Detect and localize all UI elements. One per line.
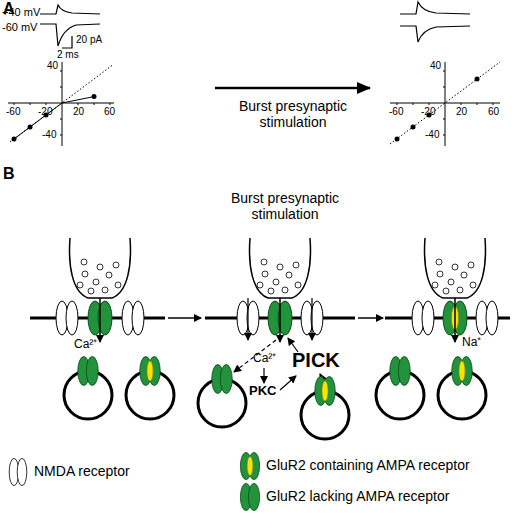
panel-letter: B bbox=[3, 165, 15, 183]
ampa-receptor-symbol bbox=[212, 365, 232, 394]
current-trace bbox=[400, 2, 470, 14]
glur2-ampa-receptor-symbol bbox=[315, 377, 335, 406]
scale-label: 20 pA bbox=[76, 34, 102, 46]
legend-text: GluR2 containing AMPA receptor bbox=[266, 457, 470, 473]
ion-label: Ca²⁺ bbox=[253, 352, 276, 366]
ion-flow-arrow bbox=[311, 298, 312, 340]
axis-tick-label: -40 bbox=[425, 129, 439, 141]
legend-sample bbox=[9, 458, 27, 485]
data-points bbox=[395, 77, 480, 142]
holding-potential: +40 mV bbox=[2, 6, 40, 19]
data-point bbox=[92, 94, 97, 99]
ion-flow-arrow bbox=[279, 298, 281, 342]
axis-tick-label: 40 bbox=[430, 60, 441, 72]
presynaptic-terminal bbox=[250, 238, 311, 298]
stimulation-label: Burst presynaptic stimulation bbox=[220, 190, 350, 222]
data-point bbox=[411, 125, 416, 130]
linear-fit bbox=[10, 66, 112, 143]
data-point bbox=[12, 137, 17, 142]
ion-flow-arrow bbox=[454, 298, 456, 342]
axis-tick-label: -60 bbox=[389, 106, 403, 118]
linear-fit bbox=[390, 62, 500, 144]
protein-label: PICK bbox=[292, 349, 340, 372]
data-points bbox=[12, 94, 97, 141]
internalization-arrow bbox=[234, 340, 276, 372]
axis-tick-label: 40 bbox=[47, 60, 58, 72]
current-traces bbox=[40, 2, 470, 48]
signal-arrow bbox=[263, 368, 264, 383]
legend-text: GluR2 lacking AMPA receptor bbox=[266, 488, 449, 504]
ion-flow-arrow bbox=[247, 298, 248, 340]
axis-tick-label: 20 bbox=[456, 106, 467, 118]
signal-arrow bbox=[280, 376, 296, 390]
current-trace bbox=[400, 26, 470, 42]
axis-ticks bbox=[397, 71, 493, 135]
scale-bar bbox=[62, 36, 72, 48]
current-trace bbox=[40, 5, 100, 14]
axis-tick-label: 60 bbox=[104, 106, 115, 118]
holding-potential: -60 mV bbox=[2, 21, 37, 34]
transition-arrow bbox=[215, 87, 370, 90]
legend-text: NMDA receptor bbox=[34, 463, 130, 479]
ampa-receptor-symbol bbox=[78, 357, 98, 386]
ion-label: Na⁺ bbox=[462, 336, 481, 350]
data-point bbox=[475, 77, 480, 82]
iv-plot bbox=[8, 62, 114, 146]
axis-tick-label: 20 bbox=[73, 106, 84, 118]
axis-tick-label: -20 bbox=[421, 106, 435, 118]
ion-flow-arrows bbox=[234, 298, 322, 390]
presynaptic-terminal bbox=[70, 238, 131, 298]
legend-sample bbox=[240, 483, 259, 510]
stage-arrow bbox=[358, 317, 383, 319]
scale-label: 2 ms bbox=[57, 49, 79, 61]
nmda-receptor-symbol bbox=[476, 301, 498, 335]
stimulation-label: Burst presynaptic stimulation bbox=[228, 98, 358, 130]
y-axis bbox=[445, 62, 446, 146]
data-point bbox=[28, 125, 33, 130]
axis-tick-label: 60 bbox=[488, 106, 499, 118]
presynaptic-terminal bbox=[425, 238, 486, 298]
kinase-label: PKC bbox=[249, 384, 276, 399]
stage-arrow bbox=[168, 317, 201, 319]
ion-flow-arrow bbox=[99, 298, 101, 342]
legend-sample bbox=[240, 452, 259, 479]
axis-tick-label: -20 bbox=[38, 106, 52, 118]
glur2-ampa-receptor-symbol bbox=[452, 357, 472, 386]
nmda-receptor-symbol bbox=[412, 301, 434, 335]
axis-tick-label: -40 bbox=[42, 129, 56, 141]
axis-tick-label: -60 bbox=[6, 106, 20, 118]
nmda-receptor-symbol bbox=[122, 301, 144, 335]
ampa-receptor-symbol bbox=[390, 357, 410, 386]
y-axis bbox=[62, 62, 63, 146]
ion-label: Ca²⁺ bbox=[74, 338, 97, 352]
iv-plot bbox=[390, 62, 500, 146]
glur2-ampa-receptor-symbol bbox=[140, 357, 160, 386]
nmda-receptor-symbol bbox=[56, 301, 78, 335]
data-point bbox=[395, 137, 400, 142]
